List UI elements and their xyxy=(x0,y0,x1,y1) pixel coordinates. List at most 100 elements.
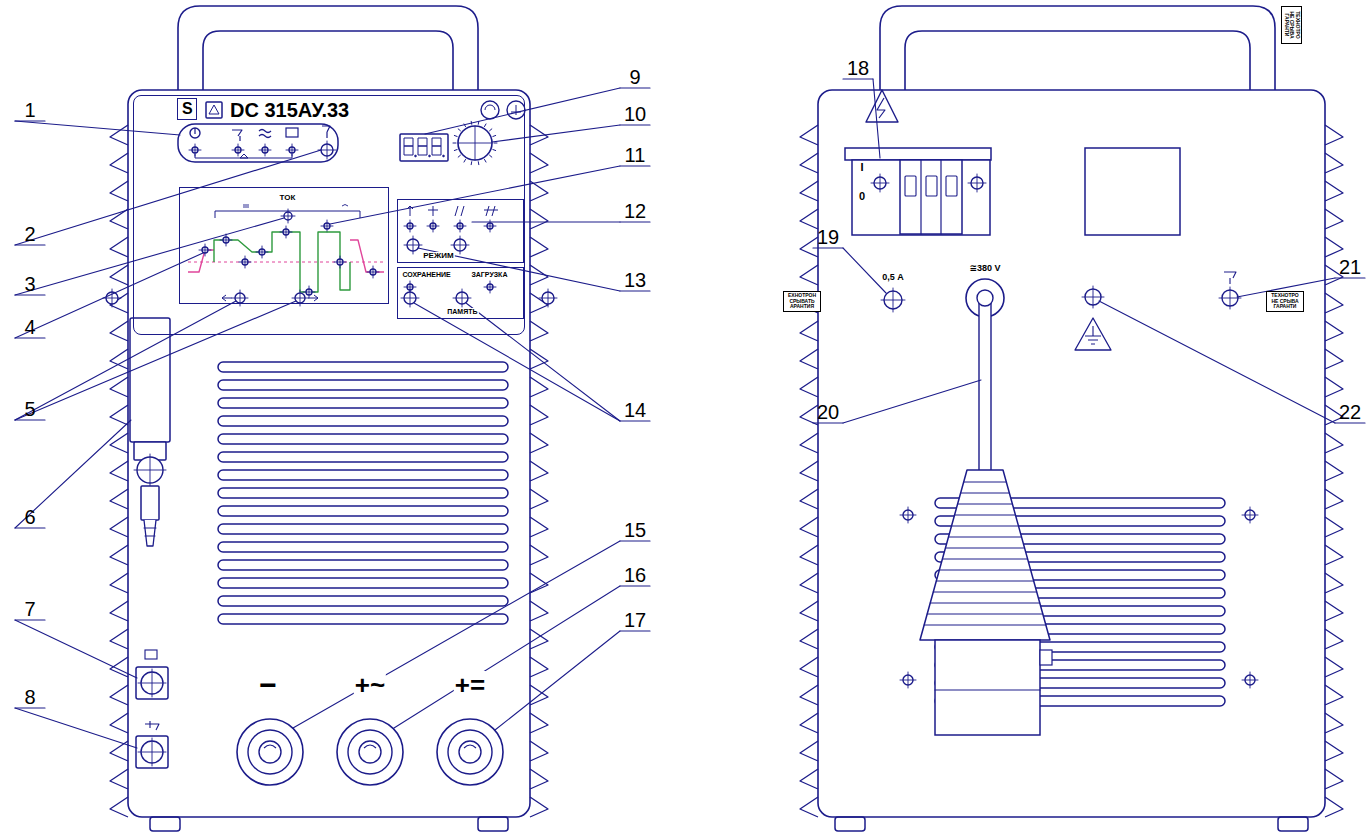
knob-scale xyxy=(454,149,457,150)
leader-line xyxy=(495,631,620,730)
signal-icon xyxy=(1224,272,1236,284)
leader-line xyxy=(843,380,981,423)
model-name: DC 315АУ.33 xyxy=(229,99,350,121)
icon-gas xyxy=(322,126,330,138)
knob-scale xyxy=(478,162,480,165)
leader-line xyxy=(843,248,886,293)
display-digit xyxy=(404,138,413,155)
callout-number: 4 xyxy=(15,316,45,338)
callout-number: 9 xyxy=(620,66,650,88)
torch-connector-axis xyxy=(152,738,153,766)
callout-number: 21 xyxy=(1335,256,1365,278)
leader-line xyxy=(15,218,284,295)
leader-line xyxy=(1099,301,1335,423)
leader-line xyxy=(15,301,236,420)
callout-number: 8 xyxy=(15,686,45,708)
leader-line xyxy=(330,166,620,224)
cooling-fin xyxy=(800,125,818,817)
nozzle-rib xyxy=(144,528,156,529)
callout-number: 3 xyxy=(15,273,45,295)
mark-symbol-inner xyxy=(209,105,219,114)
warning-triangle xyxy=(866,90,898,122)
mark-letter: S xyxy=(181,100,194,118)
leader-line xyxy=(492,125,620,142)
plug-rib xyxy=(955,515,1016,516)
control-panel: DC 315АУ.33SТОКРЕЖИМСОХРАНЕНИЕЗАГРУЗКАПА… xyxy=(133,95,525,335)
foot xyxy=(835,817,865,831)
leader-line xyxy=(394,586,620,728)
plug-rib xyxy=(942,559,1027,560)
memory-led-axis xyxy=(490,281,491,293)
plug-rib xyxy=(924,625,1046,626)
callout-number: 20 xyxy=(813,401,843,423)
screw-axis xyxy=(908,507,909,523)
knob-scale xyxy=(494,143,497,144)
knob-scale xyxy=(490,129,492,131)
terminal-polarity: +~ xyxy=(354,671,386,700)
cert-symbol xyxy=(481,101,499,119)
memory-load-label: ЗАГРУЗКА xyxy=(470,271,508,279)
foot xyxy=(478,817,508,831)
callout-number: 14 xyxy=(620,399,650,421)
breaker-toggle xyxy=(926,176,937,196)
knob-scale xyxy=(471,162,473,165)
icon-power xyxy=(190,128,200,138)
foot xyxy=(150,817,180,831)
cert-symbol-inner xyxy=(485,105,495,110)
output-terminal xyxy=(437,719,503,785)
indicator-led-axis xyxy=(265,144,266,156)
vent-slot xyxy=(218,470,508,480)
terminal-polarity: += xyxy=(454,671,486,700)
warranty-sticker: ЕХНОТРОН СРЫВАТЬ АРАНТИЯ xyxy=(783,291,821,312)
knob-scale xyxy=(493,149,496,150)
leader-line xyxy=(15,708,137,748)
knob-scale xyxy=(458,129,460,131)
callout-number: 6 xyxy=(15,506,45,528)
leader-line xyxy=(293,541,620,728)
warranty-sticker: ТЕХНОТРО НЕ СРЫВА ГАРАНТИ xyxy=(1282,6,1303,44)
fuse-holder-axis xyxy=(893,288,894,312)
rating-plate xyxy=(1085,148,1180,235)
load-button-axis xyxy=(462,289,463,307)
encoder-knob xyxy=(458,126,492,160)
display-dot xyxy=(415,155,417,157)
select-button-axis xyxy=(327,141,328,159)
connector-flange xyxy=(136,667,168,699)
breaker-screw-axis xyxy=(880,174,881,192)
mode-button-axis xyxy=(460,236,461,254)
knob-scale xyxy=(454,135,457,136)
vent-slot xyxy=(218,416,508,426)
plug-latch xyxy=(1040,650,1052,665)
callout-number: 1 xyxy=(15,99,45,121)
mark-symbol xyxy=(206,102,222,118)
vent-slot xyxy=(218,488,508,498)
callout-number: 7 xyxy=(15,598,45,620)
vent-slot xyxy=(218,362,508,372)
mode-button-axis xyxy=(413,236,414,254)
icon-mode xyxy=(455,206,464,216)
function-group-outline xyxy=(178,124,338,162)
cert-symbol xyxy=(507,101,525,119)
leader-line xyxy=(15,121,180,135)
graph-led-axis xyxy=(226,234,227,246)
display-digit xyxy=(418,138,427,155)
icon-power-mark xyxy=(194,128,195,134)
graph-led-axis xyxy=(373,266,374,278)
callout-number: 13 xyxy=(620,269,650,291)
graph-led-axis xyxy=(262,246,263,258)
breaker-toggle xyxy=(905,176,916,196)
gas-valve-axis xyxy=(150,454,151,486)
callout-number: 22 xyxy=(1335,401,1365,423)
mode-led-axis xyxy=(410,220,411,232)
terminal-socket xyxy=(248,730,292,774)
remote-icon xyxy=(145,650,157,659)
leader-line xyxy=(15,253,203,338)
torch-holder xyxy=(130,318,170,442)
terminal-key xyxy=(464,745,476,748)
leader-line xyxy=(15,150,321,245)
screw-axis xyxy=(548,289,549,307)
leader-line xyxy=(15,301,296,420)
breaker-body xyxy=(900,160,962,234)
terminal-key xyxy=(264,745,276,748)
connector-flange xyxy=(136,736,168,768)
